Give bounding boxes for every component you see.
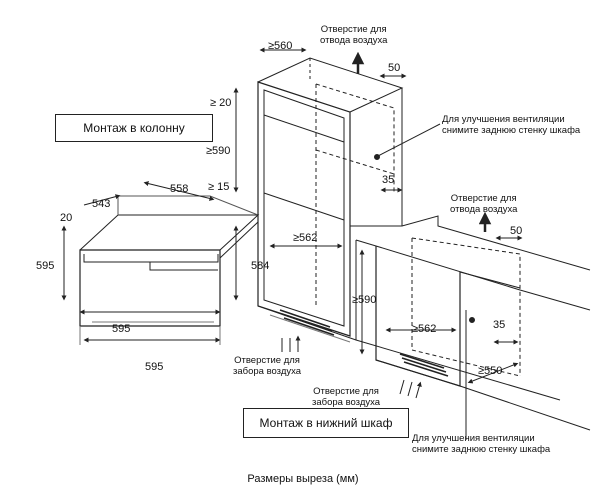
dim-cab-vent: 50 bbox=[510, 225, 523, 237]
dim-oven-height-right: 584 bbox=[251, 260, 270, 272]
under-cabinet-mount-label: Монтаж в нижний шкаф bbox=[243, 408, 409, 438]
dim-oven-width-inner: 595 bbox=[112, 323, 131, 335]
exhaust-right-label: Отверстие для отвода воздуха bbox=[450, 193, 517, 215]
oven-drawing bbox=[61, 181, 260, 345]
vent-bottom-label: Для улучшения вентиляции снимите заднюю … bbox=[412, 433, 550, 455]
dim-cab-height: ≥590 bbox=[352, 294, 377, 306]
intake-left-label: Отверстие для забора воздуха bbox=[233, 355, 301, 377]
vent-top-line1: Для улучшения вентиляции bbox=[442, 114, 565, 125]
dim-oven-height-left: 595 bbox=[36, 260, 55, 272]
dim-oven-front-thick: 20 bbox=[60, 212, 73, 224]
dim-oven-inner-depth: 543 bbox=[92, 198, 111, 210]
under-cabinet-drawing bbox=[281, 211, 591, 440]
dim-col-height: ≥590 bbox=[206, 145, 231, 157]
caption: Размеры выреза (мм) bbox=[247, 473, 359, 485]
exhaust-right-line2: отвода воздуха bbox=[450, 204, 518, 215]
intake-left-line2: забора воздуха bbox=[233, 366, 302, 377]
dim-col-vent: 50 bbox=[388, 62, 401, 74]
intake-left-line1: Отверстие для bbox=[234, 355, 300, 366]
dim-cab-back-gap: 35 bbox=[493, 319, 506, 331]
vent-top-line2: снимите заднюю стенку шкафа bbox=[442, 125, 581, 136]
vent-top-label: Для улучшения вентиляции снимите заднюю … bbox=[442, 114, 580, 136]
exhaust-top-label: Отверстие для отвода воздуха bbox=[320, 24, 387, 46]
intake-mid-label: Отверстие для забора воздуха bbox=[312, 386, 380, 408]
exhaust-top-line1: Отверстие для bbox=[320, 24, 387, 35]
intake-mid-line1: Отверстие для bbox=[313, 386, 379, 397]
dim-col-inner-width: ≥562 bbox=[293, 232, 318, 244]
dim-oven-width-outer: 595 bbox=[145, 361, 164, 373]
dim-col-depth: ≥560 bbox=[268, 40, 293, 52]
dim-oven-depth: 558 bbox=[170, 183, 189, 195]
dim-col-top-gap: ≥ 20 bbox=[210, 97, 232, 109]
exhaust-top-line2: отвода воздуха bbox=[320, 35, 388, 46]
vent-bottom-line2: снимите заднюю стенку шкафа bbox=[412, 444, 551, 455]
dim-cab-inner-width: ≥562 bbox=[412, 323, 437, 335]
dim-cab-depth: ≥550 bbox=[478, 365, 503, 377]
intake-mid-line2: забора воздуха bbox=[312, 397, 381, 408]
dim-col-back-gap: 35 bbox=[382, 174, 395, 186]
dim-col-bottom-gap: ≥ 15 bbox=[208, 181, 230, 193]
column-mount-label: Монтаж в колонну bbox=[55, 114, 213, 142]
exhaust-right-line1: Отверстие для bbox=[450, 193, 517, 204]
vent-bottom-line1: Для улучшения вентиляции bbox=[412, 433, 535, 444]
